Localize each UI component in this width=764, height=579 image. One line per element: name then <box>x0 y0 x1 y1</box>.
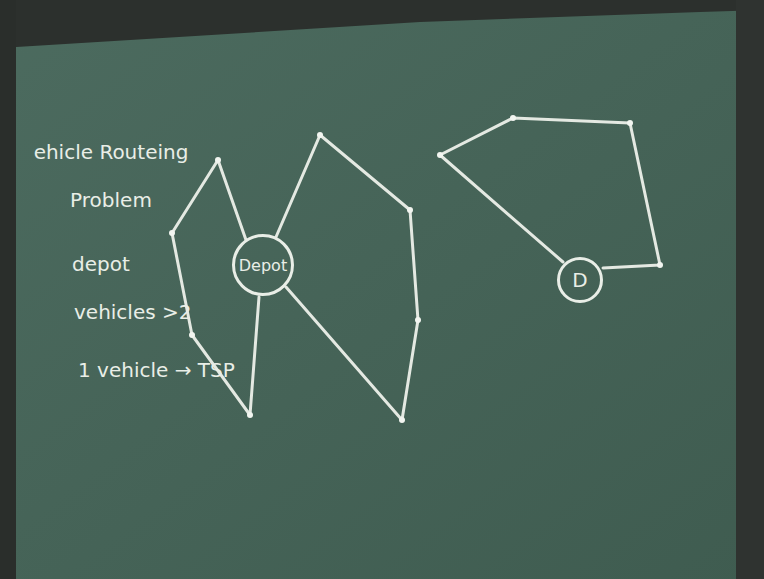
node-text: Depot <box>239 256 287 275</box>
depot-circle: D <box>557 257 603 303</box>
route-loop <box>440 118 660 268</box>
depot-circle: Depot <box>232 234 294 296</box>
board-frame-left <box>0 0 16 579</box>
board-note: vehicles >2 <box>74 300 192 324</box>
board-frame-right <box>736 0 764 579</box>
board-note: depot <box>72 252 130 276</box>
customer-points <box>169 115 663 423</box>
route-lines <box>172 118 660 420</box>
board-frame-top <box>0 0 764 48</box>
diagram-title: ehicle Routeing Problem <box>20 128 202 224</box>
route-loop <box>276 135 418 420</box>
node-text: D <box>572 268 587 292</box>
board-note: 1 vehicle → TSP <box>78 358 235 382</box>
